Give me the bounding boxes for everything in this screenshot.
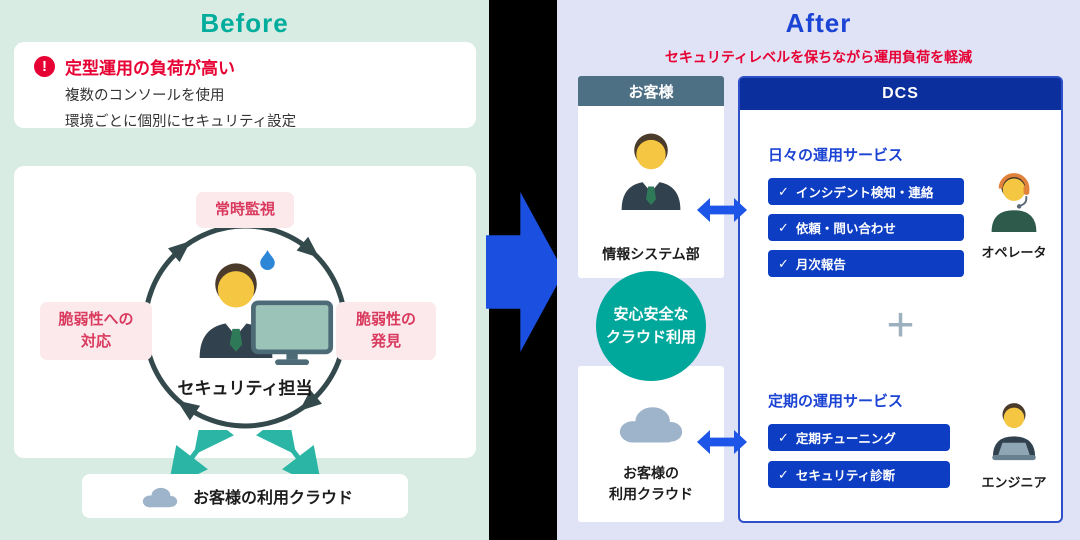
cycle-label-line: 対応: [80, 333, 111, 350]
daily-service-item: ✓ 月次報告: [768, 250, 964, 277]
dcs-header: DCS: [740, 78, 1061, 110]
cycle-label-discovery: 脆弱性の 発見: [336, 302, 436, 360]
engineer-icon: [992, 403, 1036, 461]
transition-strip: [486, 0, 564, 540]
customer-header: お客様: [578, 76, 724, 106]
cycle-label-line: 脆弱性の: [355, 311, 416, 329]
it-department-label: 情報システム部: [602, 246, 700, 262]
pill-label: 依頼・問い合わせ: [795, 222, 896, 236]
after-subtitle: セキュリティレベルを保ちながら運用負荷を軽減: [664, 49, 973, 65]
safe-cloud-badge: 安心安全な クラウド利用: [596, 271, 706, 381]
cycle-card: 常時監視 脆弱性への 対応 脆弱性の 発見: [14, 166, 476, 458]
after-title: After: [785, 8, 852, 38]
daily-service-item: ✓ 依頼・問い合わせ: [768, 214, 964, 241]
before-panel: Before ! 定型運用の負荷が高い 複数のコンソールを使用 環境ごとに個別に…: [0, 0, 489, 540]
periodic-service-item: ✓ セキュリティ診断: [768, 461, 950, 488]
check-icon: ✓: [778, 255, 789, 271]
security-staff-label: セキュリティ担当: [177, 379, 313, 398]
dcs-card: DCS 日々の運用サービス ✓ インシデント検知・連絡 ✓ 依頼・問い合わせ ✓…: [738, 76, 1063, 523]
cloud-label-line: 利用クラウド: [609, 486, 693, 503]
alert-card: ! 定型運用の負荷が高い 複数のコンソールを使用 環境ごとに個別にセキュリティ設…: [14, 42, 476, 130]
sweat-drop-icon: [260, 250, 275, 270]
cycle-label-line: 発見: [370, 333, 401, 350]
daily-service-item: ✓ インシデント検知・連絡: [768, 178, 964, 205]
pill-label: 定期チューニング: [795, 432, 896, 446]
check-icon: ✓: [778, 219, 789, 235]
check-icon: ✓: [778, 183, 789, 199]
monitor-icon: [251, 300, 334, 366]
cycle-label-monitoring: 常時監視: [196, 192, 294, 228]
badge-line: 安心安全な: [613, 305, 689, 323]
before-after-arrow-icon: [486, 192, 564, 352]
cloud-label-line: お客様の: [623, 464, 679, 481]
engineer-label: エンジニア: [981, 475, 1047, 490]
cloud-icon: [619, 407, 683, 443]
check-icon: ✓: [778, 429, 789, 445]
periodic-service-item: ✓ 定期チューニング: [768, 424, 950, 451]
before-title: Before: [200, 8, 289, 38]
pill-label: 月次報告: [795, 258, 846, 272]
alert-line-1: 複数のコンソールを使用: [65, 88, 225, 104]
daily-service-title: 日々の運用サービス: [768, 147, 904, 164]
pill-label: セキュリティ診断: [795, 469, 896, 483]
operator-icon: [991, 173, 1037, 232]
cloud-icon: [142, 487, 178, 508]
alert-header-row: ! 定型運用の負荷が高い: [34, 54, 460, 79]
engineer-figure: エンジニア: [972, 398, 1056, 491]
alert-title: 定型運用の負荷が高い: [65, 59, 235, 78]
after-panel: After セキュリティレベルを保ちながら運用負荷を軽減 お客様 情報システム部…: [557, 0, 1080, 540]
periodic-service-title: 定期の運用サービス: [768, 393, 904, 410]
customer-cloud-label: お客様の利用クラウド: [192, 490, 353, 507]
operator-figure: オペレータ: [972, 168, 1056, 261]
alert-icon: !: [34, 56, 55, 77]
plus-icon: +: [886, 299, 915, 352]
check-icon: ✓: [778, 466, 789, 482]
alert-line-2: 環境ごとに個別にセキュリティ設定: [65, 114, 297, 130]
customer-cloud-card-label: お客様の 利用クラウド: [578, 463, 724, 506]
pill-label: インシデント検知・連絡: [795, 186, 934, 200]
cycle-label-line: 脆弱性への: [58, 311, 134, 329]
operator-label: オペレータ: [981, 245, 1047, 260]
it-department-card: 情報システム部: [578, 106, 724, 278]
badge-line: クラウド利用: [605, 329, 696, 346]
customer-cloud-bar: お客様の利用クラウド: [82, 474, 408, 518]
cloud-link-arrows-icon: [167, 430, 323, 482]
it-person-icon: [621, 133, 681, 210]
cycle-label-response: 脆弱性への 対応: [40, 302, 152, 360]
